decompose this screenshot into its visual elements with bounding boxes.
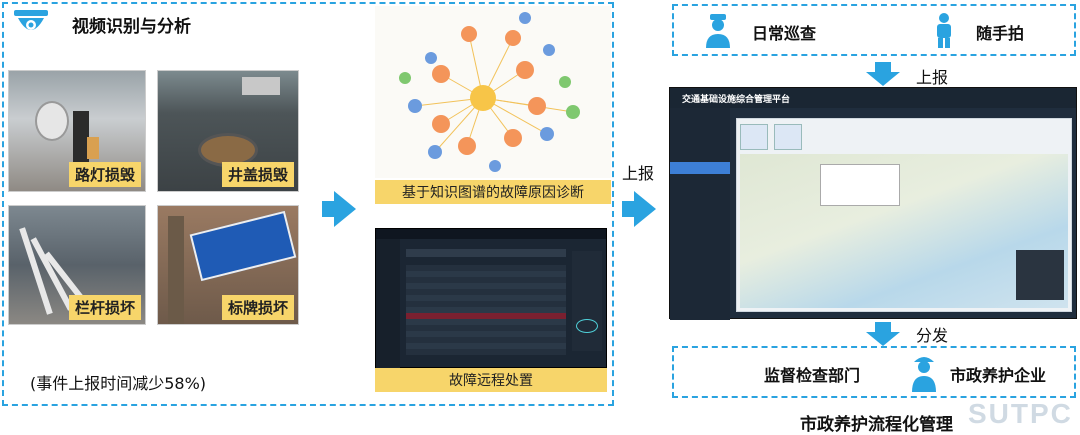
platform-title: 交通基础设施综合管理平台 bbox=[682, 95, 791, 105]
report-label-1: 上报 bbox=[622, 164, 655, 183]
kg-label: 基于知识图谱的故障原因诊断 bbox=[375, 180, 611, 204]
patrol-label: 日常巡查 bbox=[752, 24, 817, 43]
knowledge-graph: 基于知识图谱的故障原因诊断 bbox=[375, 6, 611, 204]
photo-sign: 标牌损坏 bbox=[157, 205, 299, 325]
dept-label: 监督检查部门 bbox=[764, 366, 861, 385]
company-label: 市政养护企业 bbox=[950, 366, 1047, 385]
watermark: SUTPC bbox=[968, 398, 1073, 429]
photo-streetlight: 路灯损毁 bbox=[8, 70, 146, 192]
arrow-right-icon bbox=[622, 191, 656, 227]
process-caption: 市政养护流程化管理 bbox=[800, 415, 953, 435]
worker-icon bbox=[910, 352, 938, 392]
report-label-2: 上报 bbox=[916, 68, 949, 87]
video-analysis-box bbox=[2, 2, 614, 406]
police-icon bbox=[704, 12, 732, 48]
snapshot-label: 随手拍 bbox=[976, 24, 1025, 43]
photo-label: 栏杆损坏 bbox=[68, 295, 141, 320]
platform-screenshot: 交通基础设施综合管理平台 bbox=[669, 87, 1077, 320]
video-analysis-title: 视频识别与分析 bbox=[72, 17, 191, 37]
photo-label: 路灯损毁 bbox=[68, 162, 141, 187]
dispatch-label: 分发 bbox=[916, 326, 949, 345]
departments-box bbox=[672, 346, 1076, 398]
photo-railing: 栏杆损坏 bbox=[8, 205, 146, 325]
arrow-right-icon bbox=[322, 191, 356, 227]
photo-label: 标牌损坏 bbox=[221, 295, 294, 320]
remote-label: 故障远程处置 bbox=[375, 368, 607, 392]
patrol-box bbox=[672, 4, 1076, 56]
arrow-down-icon bbox=[866, 62, 900, 86]
time-reduction-note: (事件上报时间减少58%) bbox=[30, 374, 207, 393]
person-icon bbox=[932, 12, 956, 48]
camera-icon bbox=[12, 8, 50, 42]
remote-dashboard bbox=[375, 228, 607, 369]
photo-label: 井盖损毁 bbox=[221, 162, 294, 187]
photo-manhole: 井盖损毁 bbox=[157, 70, 299, 192]
arrow-down-icon bbox=[866, 322, 900, 346]
